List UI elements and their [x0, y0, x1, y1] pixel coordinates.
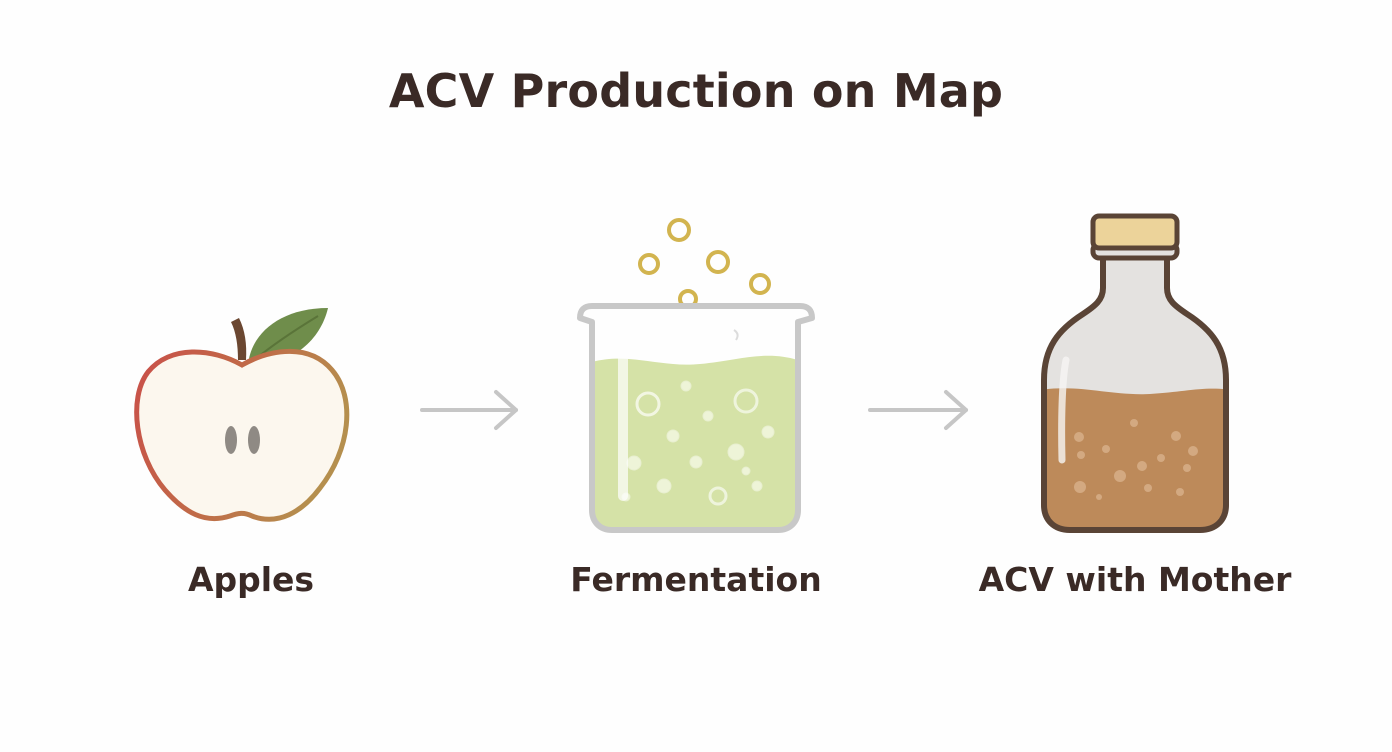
apple-half-icon — [134, 308, 350, 522]
vinegar-bottle-icon — [1041, 213, 1229, 533]
fermenting-liquid — [592, 355, 798, 530]
step-label-fermentation: Fermentation — [570, 560, 822, 599]
bottle-cork — [1090, 213, 1180, 251]
diagram-title: ACV Production on Map — [388, 64, 1004, 118]
fermentation-beaker-icon — [577, 218, 815, 533]
beaker-outline — [577, 303, 815, 533]
apple-stem — [231, 318, 247, 360]
bubble-rings — [638, 218, 771, 309]
arrow-right-icon — [868, 390, 968, 430]
apple-seed — [225, 426, 237, 454]
bottle-outline — [1041, 248, 1229, 533]
step-label-acv-with-mother: ACV with Mother — [978, 560, 1292, 599]
vinegar-liquid — [1044, 388, 1226, 530]
apple-flesh — [134, 348, 350, 522]
step-label-apples: Apples — [187, 560, 315, 599]
arrow-right-icon — [420, 390, 518, 430]
apple-seed — [248, 426, 260, 454]
